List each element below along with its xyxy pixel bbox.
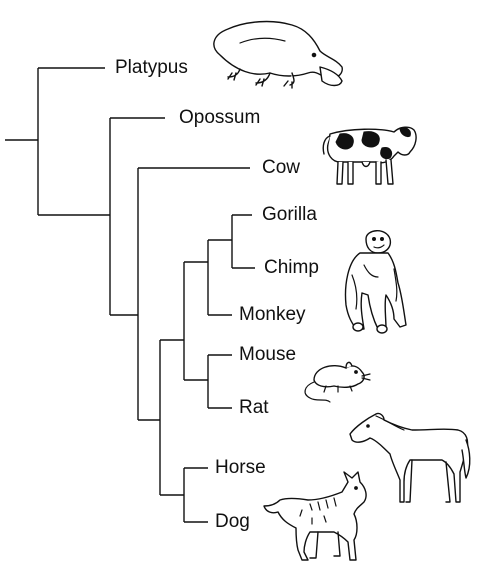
leaf-label-opossum: Opossum	[179, 107, 261, 128]
leaf-label-horse: Horse	[215, 457, 266, 478]
leaf-label-gorilla: Gorilla	[262, 204, 317, 225]
rat-illustration	[304, 361, 371, 403]
leaf-label-platypus: Platypus	[115, 57, 188, 78]
leaf-label-chimp: Chimp	[264, 257, 319, 278]
platypus-illustration	[213, 20, 343, 89]
leaf-label-cow: Cow	[262, 157, 301, 178]
horse-illustration	[349, 412, 471, 503]
chimp-illustration	[344, 230, 407, 334]
leaf-label-rat: Rat	[239, 397, 269, 418]
cow-illustration	[322, 126, 417, 185]
leaf-label-mouse: Mouse	[239, 344, 297, 365]
leaf-label-monkey: Monkey	[239, 304, 306, 325]
leaf-label-dog: Dog	[215, 511, 250, 532]
dog-illustration	[263, 471, 367, 561]
